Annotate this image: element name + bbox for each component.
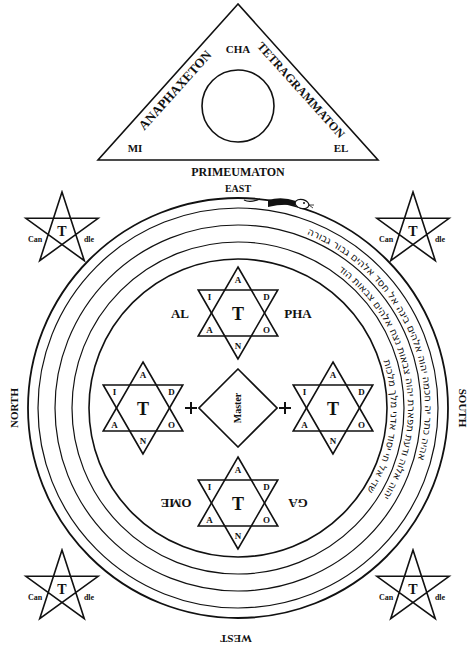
seal-word: I (208, 482, 212, 491)
center-letter: T (232, 495, 244, 513)
seal-word: O (263, 325, 270, 334)
center-letter: T (408, 225, 417, 239)
direction-label: EAST (225, 184, 251, 194)
hexagram-seal: T A D O N A I (285, 360, 381, 456)
seal-word: N (330, 437, 337, 446)
center-letter: T (57, 225, 66, 239)
alpha-omega-label: OME (160, 497, 191, 510)
seal-word: N (235, 342, 242, 351)
center-letter: T (327, 400, 339, 418)
hebrew-ring-text: יהוה אלוה ודעת תפארת יהוה צבאות נצח אלהי… (337, 263, 417, 501)
alpha-omega-label: PHA (284, 307, 311, 320)
center-letter: T (232, 305, 244, 323)
seal-word: Can (379, 236, 393, 244)
outer-ring (28, 198, 448, 618)
alpha-omega-label: AL (171, 307, 189, 320)
seal-word: I (303, 387, 307, 396)
seal-word: A (235, 276, 242, 285)
seal-word: I (113, 387, 117, 396)
seal-word: A (330, 371, 337, 380)
hebrew-divine-names: יהוה אלוה ודעת תפארת יהוה צבאות נצח אלהי… (337, 263, 417, 501)
serpent (244, 198, 314, 210)
direction-label: NORTH (9, 388, 20, 428)
center-letter: T (137, 400, 149, 418)
alpha-omega-label: GA (288, 497, 308, 510)
seal-word: D (358, 387, 365, 396)
hexagram-seal: T A D O N A I (190, 265, 286, 361)
seal-word: Can (28, 594, 42, 602)
seal-word: N (140, 437, 147, 446)
seal-word: I (208, 292, 212, 301)
seal-word: A (206, 325, 213, 334)
center-letter: T (57, 583, 66, 597)
center-letter: T (408, 583, 417, 597)
divine-name: PRIMEUMATON (191, 166, 285, 178)
text-ring (72, 242, 404, 574)
pentagram-seal: T Can dle (373, 548, 453, 628)
seal-word: O (168, 420, 175, 429)
seal-word: A (111, 420, 118, 429)
master-diamond: Master (198, 368, 278, 448)
inner-ring (89, 259, 387, 557)
direction-label: SOUTH (457, 389, 468, 428)
seal-word: N (235, 532, 242, 541)
pentagram-seal: T Can dle (373, 190, 453, 270)
hexagram-seal: T A D O N A I (95, 360, 191, 456)
center-letter: Master (233, 393, 243, 424)
seal-word: dle (435, 594, 445, 602)
seal-word: O (358, 420, 365, 429)
seal-word: D (168, 387, 175, 396)
seal-word: D (263, 292, 270, 301)
seal-word: O (263, 515, 270, 524)
seal-word: D (263, 482, 270, 491)
hexagram-seal: T A D O N A I (190, 455, 286, 551)
seal-word: CHA (226, 44, 250, 55)
text-ring (55, 225, 421, 591)
seal-word: EL (334, 143, 349, 154)
pentagram-seal: T Can dle (22, 548, 102, 628)
serpent-ring (38, 208, 438, 608)
seal-word: Can (28, 236, 42, 244)
seal-word: A (140, 371, 147, 380)
direction-label: WEST (220, 633, 252, 644)
seal-word: Can (379, 594, 393, 602)
seal-word: dle (84, 236, 94, 244)
seal-word: MI (128, 143, 143, 154)
triangle-seal: ANAPHAXETONTETRAGRAMMATONCHAMIEL (95, 2, 381, 162)
seal-word: dle (84, 594, 94, 602)
pentagram-seal: T Can dle (22, 190, 102, 270)
seal-word: A (235, 466, 242, 475)
seal-word: dle (435, 236, 445, 244)
seal-word: A (301, 420, 308, 429)
seal-word: A (206, 515, 213, 524)
seal-word: ANAPHAXETON (136, 48, 214, 132)
